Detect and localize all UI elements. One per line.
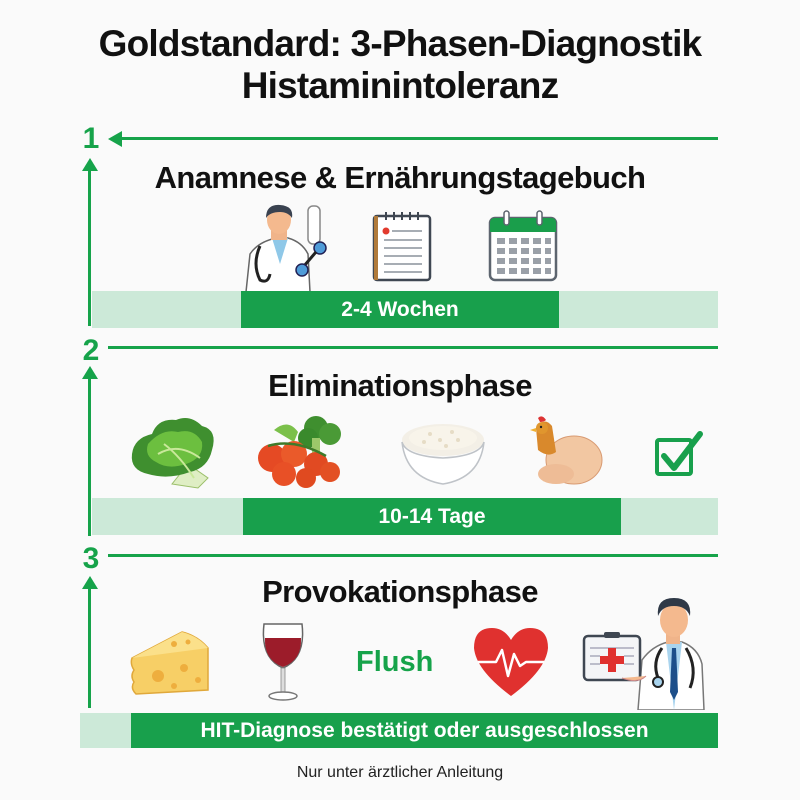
checkbox-checked-icon <box>655 431 703 476</box>
phase-2-line <box>108 346 718 349</box>
chicken-icon <box>530 416 603 485</box>
phase-1-title: Anamnese & Ernährungstagebuch <box>154 160 646 195</box>
tomatoes-broccoli-icon <box>258 416 341 488</box>
phase-2-vertical-line <box>88 376 91 536</box>
phase-3-title: Provokationsphase <box>262 574 538 609</box>
lettuce-icon <box>131 418 214 489</box>
phase-1-vertical-line <box>88 168 91 326</box>
red-wine-glass-icon <box>262 623 304 701</box>
phase-3-vertical-line <box>88 586 91 708</box>
notepad-icon <box>372 212 432 282</box>
footer-note: Nur unter ärztlicher Anleitung <box>296 764 504 781</box>
phase-2-duration-bar: 10-14 Tage <box>243 498 621 535</box>
calendar-icon <box>488 210 558 282</box>
doctor-with-clipboard-icon <box>582 598 705 710</box>
phase-1-duration-bar: 2-4 Wochen <box>241 291 559 328</box>
diagnosis-result-bar: HIT-Diagnose bestätigt oder ausgeschloss… <box>131 713 718 748</box>
arrow-up-icon <box>82 158 98 171</box>
phase-2-title: Eliminationsphase <box>268 368 532 403</box>
cheese-icon <box>130 631 209 695</box>
phase-2-number: 2 <box>82 334 100 367</box>
arrow-up-icon <box>82 366 98 379</box>
arrow-up-icon <box>82 576 98 589</box>
phase-1-line <box>120 137 718 140</box>
arrow-left-icon <box>108 131 122 147</box>
page-title-line2: Histaminintoleranz <box>241 65 559 106</box>
doctor-with-test-tube-icon <box>245 204 327 292</box>
page-title-line1: Goldstandard: 3-Phasen-Diagnostik <box>98 23 703 64</box>
phase-3-line <box>108 554 718 557</box>
flush-label: Flush <box>356 646 434 678</box>
phase-3-number: 3 <box>82 542 100 575</box>
phase-1-number: 1 <box>82 122 100 155</box>
heart-pulse-icon <box>474 628 548 696</box>
rice-bowl-icon <box>401 424 485 485</box>
